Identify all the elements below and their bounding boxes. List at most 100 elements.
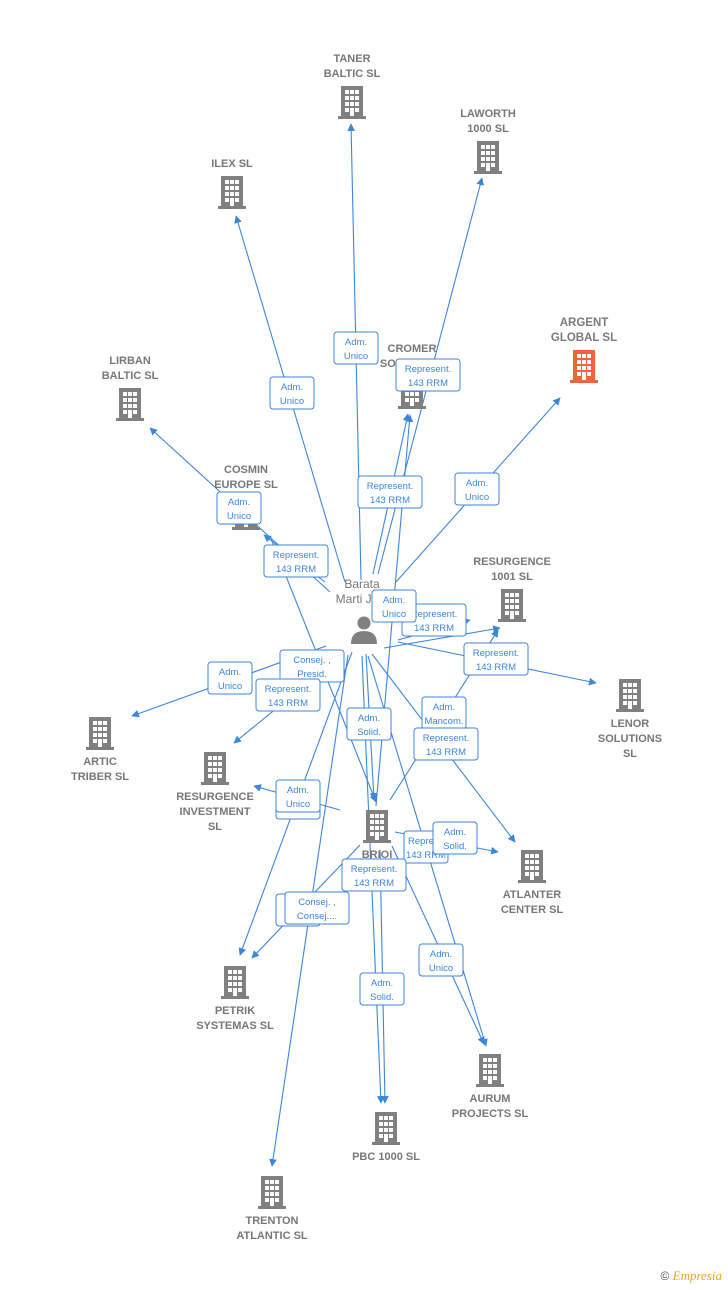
company-label: AURUM xyxy=(470,1093,511,1105)
relation-text: Consej. , xyxy=(293,655,331,666)
relation-text: Adm. xyxy=(228,497,250,508)
company-label: GLOBAL SL xyxy=(551,332,617,344)
relation-label-e-ilex[interactable]: Adm.Unico xyxy=(269,376,315,410)
relation-label-e-res1001b[interactable]: Adm.Unico xyxy=(371,589,417,623)
relation-text: Presid. xyxy=(297,669,327,680)
relation-text: 143 RRM xyxy=(406,850,446,861)
relation-label-e-admsolid1[interactable]: Adm.Solid. xyxy=(346,707,392,741)
company-label: SL xyxy=(208,821,222,833)
company-label: SYSTEMAS SL xyxy=(196,1020,274,1032)
building-icon xyxy=(218,176,246,209)
relation-text: 143 RRM xyxy=(268,698,308,709)
relation-text: Mancom. xyxy=(424,716,463,727)
relation-text: Solid. xyxy=(443,841,467,852)
relation-text: Adm. xyxy=(287,785,309,796)
relation-label-e-consej1[interactable]: Consej. , Presid. xyxy=(279,649,345,683)
company-label: BRIOI xyxy=(362,849,393,861)
company-node-resinv[interactable]: RESURGENCE INVESTMENT SL xyxy=(176,752,254,833)
relation-label-e-lenor[interactable]: Represent.143 RRM xyxy=(463,642,529,676)
company-label: ILEX SL xyxy=(211,158,253,170)
relation-text: Unico xyxy=(286,799,310,810)
company-label: RESURGENCE xyxy=(176,791,254,803)
relation-text: Represe xyxy=(408,836,444,847)
company-node-lirban[interactable]: LIRBAN BALTIC SL xyxy=(102,355,159,421)
company-label: LAWORTH xyxy=(460,108,516,120)
company-label: TRENTON xyxy=(246,1215,299,1227)
relation-text: 143 RRM xyxy=(476,662,516,673)
relation-text: Adm. xyxy=(383,595,405,606)
relation-text: Consej. , xyxy=(298,897,336,908)
building-icon xyxy=(258,1176,286,1209)
relation-text: Represent. xyxy=(423,733,469,744)
relation-label-e-cromer[interactable]: Represent.143 RRM xyxy=(395,358,461,392)
relation-label-e-petrik2[interactable]: Consej. , Consej.... xyxy=(284,891,350,925)
relation-text: Adm. xyxy=(433,702,455,713)
company-label: PETRIK xyxy=(215,1005,255,1017)
relation-text: Adm. xyxy=(358,713,380,724)
brand-logo[interactable]: Empresia xyxy=(672,1268,722,1283)
company-label: ATLANTER xyxy=(503,889,562,901)
company-node-argent[interactable]: ARGENT GLOBAL SL xyxy=(551,317,617,383)
relation-label-e-argent[interactable]: Adm.Unico xyxy=(454,472,500,506)
relation-text: Represent. xyxy=(265,684,311,695)
company-node-petrik[interactable]: PETRIK SYSTEMAS SL xyxy=(196,966,274,1032)
relation-text: 143 RRM xyxy=(426,747,466,758)
relation-text: Adm. xyxy=(466,478,488,489)
building-icon xyxy=(221,966,249,999)
company-node-ilex[interactable]: ILEX SL xyxy=(211,158,253,209)
company-label: SOLUTIONS xyxy=(598,733,662,745)
relation-label-e-taner[interactable]: Adm. Unico xyxy=(333,331,379,365)
company-label: RESURGENCE xyxy=(473,556,551,568)
relation-text: 143 RRM xyxy=(276,564,316,575)
person-name: Barata xyxy=(344,577,380,591)
relation-label-e-resinv[interactable]: Represent. 143 RRM xyxy=(255,678,321,712)
relation-text: Represent. xyxy=(411,609,457,620)
building-icon xyxy=(498,589,526,622)
relation-label-e-brio2[interactable]: Adm. Solid. xyxy=(432,821,478,855)
company-label: BALTIC SL xyxy=(324,68,381,80)
company-node-trenton[interactable]: TRENTON ATLANTIC SL xyxy=(236,1176,308,1242)
company-label: ARGENT xyxy=(560,317,609,329)
relation-text: Consej.... xyxy=(297,911,337,922)
relation-label-e-artic[interactable]: Adm.Unico xyxy=(207,661,253,695)
company-label: BALTIC SL xyxy=(102,370,159,382)
company-label: ATLANTIC SL xyxy=(236,1230,308,1242)
relation-text: Solid. xyxy=(370,992,394,1003)
relation-label-e-laworth[interactable]: Represent.143 RRM xyxy=(357,475,423,509)
relation-text: Adm. xyxy=(345,337,367,348)
company-node-pbc[interactable]: PBC 1000 SL xyxy=(352,1112,420,1163)
company-label: EUROPE SL xyxy=(214,479,278,491)
relation-label-e-mancom[interactable]: Adm. Mancom. xyxy=(421,696,467,730)
company-label: INVESTMENT xyxy=(180,806,251,818)
relation-text: 143 RRM xyxy=(408,378,448,389)
relation-text: Represent. xyxy=(351,864,397,875)
relation-label-e-resinv3[interactable]: Adm. Unico xyxy=(275,779,321,813)
relation-text: Unico xyxy=(344,351,368,362)
building-icon xyxy=(476,1054,504,1087)
relation-label-e-pbc[interactable]: Adm.Solid. xyxy=(359,972,405,1006)
copyright-symbol: © xyxy=(660,1269,670,1283)
relation-label-e-brio3[interactable]: Represent. 143 RRM xyxy=(341,858,407,892)
relation-label-e-cosmin[interactable]: Represent.143 RRM xyxy=(263,544,329,578)
relation-text: 143 RRM xyxy=(354,878,394,889)
relation-label-e-aurum[interactable]: Adm.Unico xyxy=(418,943,464,977)
relation-text: Adm. xyxy=(430,949,452,960)
relation-label-e-atlanter[interactable]: Represent. 143 RRM xyxy=(413,727,479,761)
company-label: ARTIC xyxy=(83,756,117,768)
company-label: LIRBAN xyxy=(109,355,151,367)
person-icon xyxy=(351,616,377,644)
relation-edge xyxy=(383,625,501,649)
relation-label-e-lirban[interactable]: Adm.Unico xyxy=(216,491,262,525)
relation-text: Adm. xyxy=(444,827,466,838)
